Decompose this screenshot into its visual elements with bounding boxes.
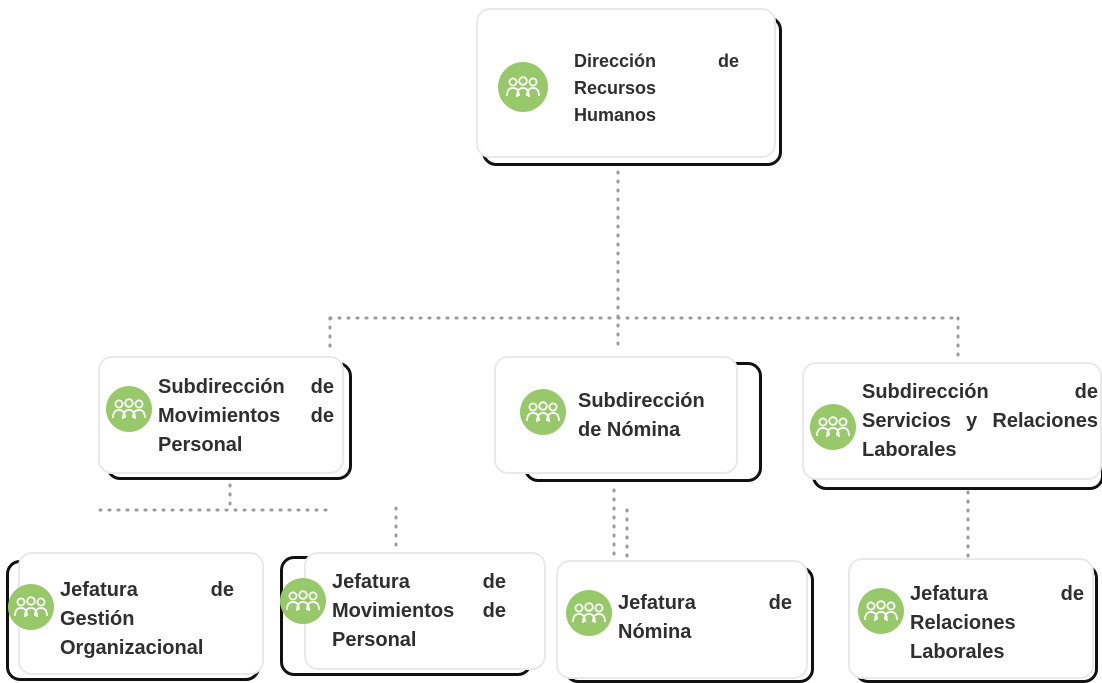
people-group-icon [8,584,54,630]
people-group-icon [810,404,856,450]
node-label: Subdirección de Servicios y Relaciones L… [862,381,1098,461]
people-group-icon [520,389,566,435]
node-label: Subdirección de Nómina [578,390,705,441]
node-jefatura-movimientos-personal: Jefatura de Movimientos de Personal [280,552,546,676]
people-group-icon [498,62,548,112]
people-group-icon [858,588,904,634]
node-subdireccion-nomina: Subdirección de Nómina [494,356,762,482]
node-jefatura-relaciones-laborales: Jefatura de Relaciones Laborales [848,558,1098,683]
node-subdireccion-servicios-relaciones: Subdirección de Servicios y Relaciones L… [802,362,1102,490]
node-jefatura-nomina: Jefatura de Nómina [556,560,814,683]
node-label: Jefatura de Relaciones Laborales [910,583,1084,663]
people-group-icon [566,590,612,636]
node-subdireccion-movimientos-personal: Subdirección de Movimientos de Personal [98,356,352,480]
node-label: Jefatura de Movimientos de Personal [332,571,506,651]
node-direccion-recursos-humanos: Dirección de Recursos Humanos [476,8,782,166]
node-label: Dirección de Recursos Humanos [574,51,739,125]
node-label: Jefatura de Gestión Organizacional [60,579,234,659]
node-jefatura-gestion-organizacional: Jefatura de Gestión Organizacional [6,552,264,681]
people-group-icon [280,578,326,624]
node-card [304,552,546,670]
node-label: Subdirección de Movimientos de Personal [158,376,334,456]
people-group-icon [106,386,152,432]
node-label: Jefatura de Nómina [618,592,792,643]
node-card [18,552,264,675]
